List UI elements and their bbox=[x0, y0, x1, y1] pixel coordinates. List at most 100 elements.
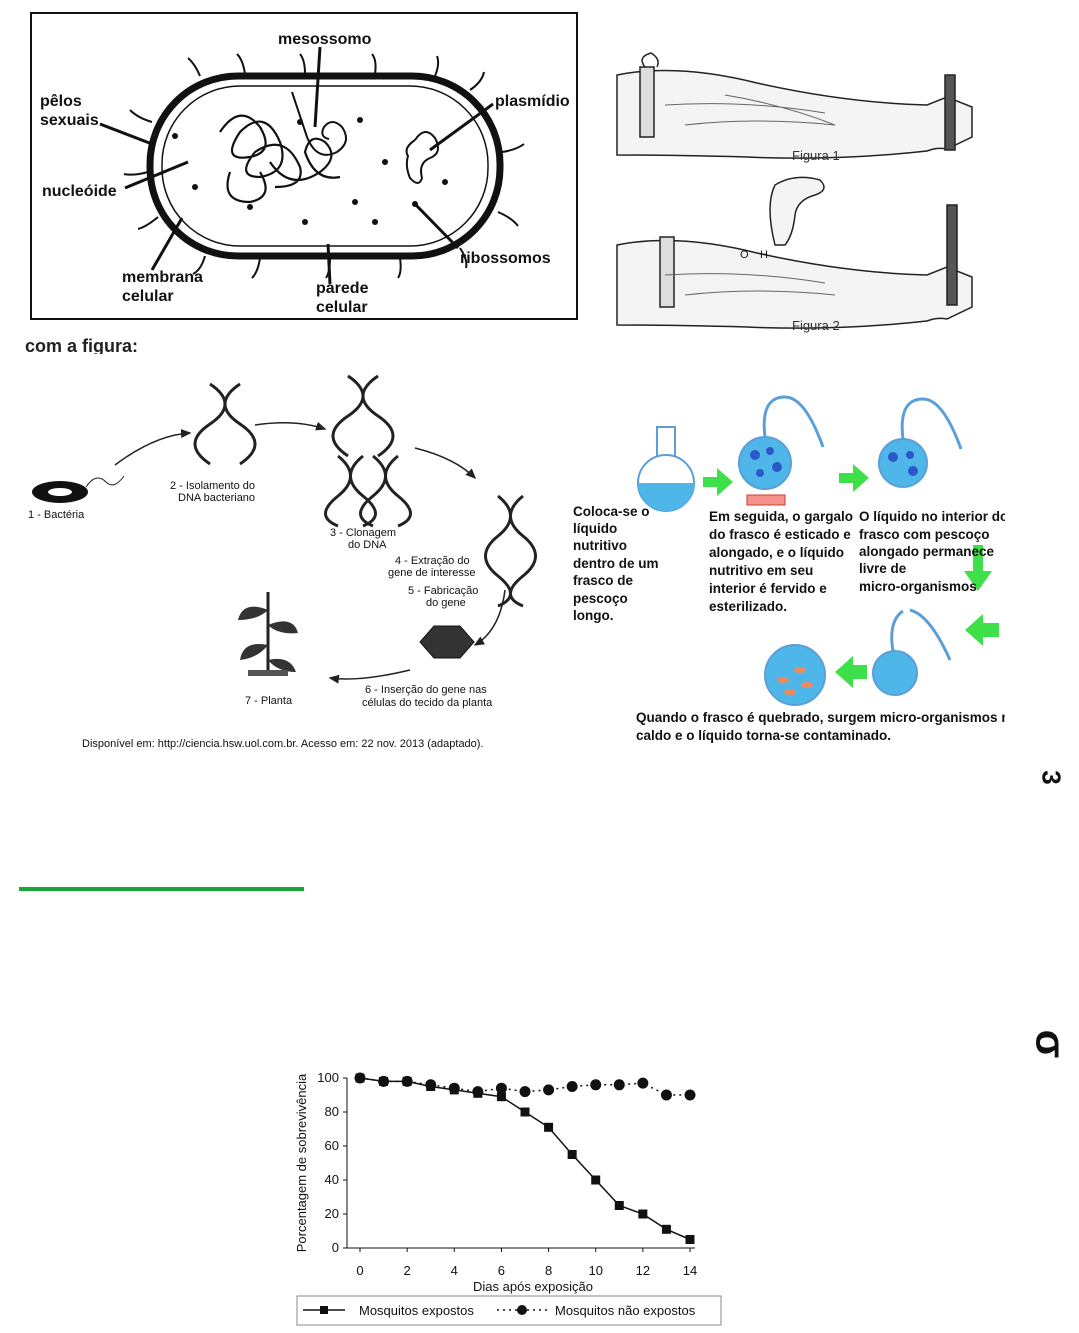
pasteur-text-2-line: alongado, e o líquido bbox=[709, 545, 844, 560]
flask-5 bbox=[764, 644, 826, 706]
arm-figure-2 bbox=[616, 176, 973, 329]
pasteur-text-1-line: líquido bbox=[573, 521, 617, 536]
arm-mark-o: O bbox=[740, 249, 749, 261]
cell-wall-shape bbox=[146, 72, 504, 260]
point-exposed bbox=[520, 1107, 530, 1117]
label-parede-2: celular bbox=[316, 299, 368, 316]
step-5-label-2: do gene bbox=[426, 597, 466, 609]
mesosome-shape bbox=[291, 91, 347, 156]
x-tick-label: 2 bbox=[404, 1263, 411, 1278]
x-tick-label: 6 bbox=[498, 1263, 505, 1278]
arm-figure-1 bbox=[616, 52, 973, 159]
label-nucleoide: nucleóide bbox=[42, 183, 117, 200]
pasteur-text-2-line: Em seguida, o gargalo bbox=[709, 509, 853, 524]
figure-2-caption: Figura 2 bbox=[792, 318, 840, 333]
series-lines bbox=[354, 1072, 696, 1244]
step-5-label-1: 5 - Fabricação bbox=[408, 585, 478, 597]
step-2-label-2: DNA bacteriano bbox=[178, 492, 255, 504]
pasteur-text-2-line: esterilizado. bbox=[709, 599, 787, 614]
point-exposed bbox=[496, 1092, 506, 1102]
label-ribossomos: ribossomos bbox=[460, 250, 551, 267]
x-tick-label: 0 bbox=[356, 1263, 363, 1278]
x-tick-label: 8 bbox=[545, 1263, 552, 1278]
arm-figures: Figura 1 O H Figura 2 bbox=[605, 45, 985, 340]
transgenic-diagram: 1 - Bactéria 2 - Isolamento do DNA bacte… bbox=[20, 370, 560, 755]
point-not-exposed bbox=[637, 1077, 649, 1089]
pasteur-text-1-line: frasco de bbox=[573, 573, 634, 588]
step-7-label: 7 - Planta bbox=[245, 695, 293, 707]
pasteur-text-2: Em seguida, o gargalo do frasco é estica… bbox=[709, 509, 853, 614]
pasteur-text-3-line: livre de bbox=[859, 561, 907, 576]
flask-2 bbox=[738, 395, 825, 506]
leader-lines bbox=[99, 46, 494, 285]
y-tick-label: 60 bbox=[325, 1138, 339, 1153]
pasteur-text-3: O líquido no interior do frasco com pesc… bbox=[859, 509, 1008, 594]
flask-4 bbox=[872, 608, 952, 696]
partial-text-svg: com a figura: bbox=[25, 336, 138, 354]
pasteur-text-2-line: nutritivo em seu bbox=[709, 563, 813, 578]
arm-mark-h: H bbox=[760, 249, 768, 261]
green-arrows bbox=[703, 464, 999, 688]
pasteur-text-2-line: interior é fervido e bbox=[709, 581, 827, 596]
partial-caption-text: com a figura: bbox=[25, 336, 138, 354]
step-2-label-1: 2 - Isolamento do bbox=[170, 480, 255, 492]
label-membrana-1: membrana bbox=[122, 269, 203, 286]
y-tick-label: 100 bbox=[317, 1070, 339, 1085]
legend-label-exposed: Mosquitos expostos bbox=[359, 1303, 474, 1318]
y-tick-label: 80 bbox=[325, 1104, 339, 1119]
bacterial-cell-figure: mesossomo pêlos sexuais plasmídio nucleó… bbox=[30, 12, 580, 322]
cell-membrane-shape bbox=[161, 85, 489, 247]
plant-cell-hexagon bbox=[419, 625, 475, 659]
pasteur-text-1-line: pescoço bbox=[573, 591, 628, 606]
x-tick-label: 12 bbox=[636, 1263, 650, 1278]
pasteur-text-4: Quando o frasco é quebrado, surgem micro… bbox=[636, 710, 1018, 743]
transgenic-svg: 1 - Bactéria 2 - Isolamento do DNA bacte… bbox=[28, 374, 537, 750]
pasteur-text-4-line: Quando o frasco é quebrado, surgem micro… bbox=[636, 710, 1005, 725]
point-not-exposed bbox=[401, 1075, 413, 1087]
x-tick-label: 10 bbox=[588, 1263, 602, 1278]
pasteur-text-3-line: frasco com pescoço bbox=[859, 527, 990, 542]
bacterial-cell-svg: mesossomo pêlos sexuais plasmídio nucleó… bbox=[30, 12, 578, 320]
source-note: Disponível em: http://ciencia.hsw.uol.co… bbox=[82, 738, 484, 750]
dna-helix-2 bbox=[324, 374, 412, 528]
pasteur-diagram: Coloca-se o líquido nutritivo dentro de … bbox=[565, 385, 1018, 755]
side-mark-sigma: σ bbox=[1027, 1029, 1075, 1059]
plant-shape bbox=[238, 592, 298, 676]
point-not-exposed bbox=[378, 1075, 390, 1087]
point-not-exposed bbox=[684, 1089, 696, 1101]
point-exposed bbox=[544, 1122, 554, 1132]
plasmid-shape bbox=[405, 131, 440, 184]
pasteur-text-3-line: alongado permanece bbox=[859, 544, 995, 559]
step-3-label-1: 3 - Clonagem bbox=[330, 527, 396, 539]
step-3-label-2: do DNA bbox=[348, 539, 387, 551]
point-exposed bbox=[638, 1209, 648, 1219]
step-6-label-2: células do tecido da planta bbox=[362, 697, 493, 709]
x-axis-label: Dias após exposição bbox=[473, 1279, 593, 1294]
point-not-exposed bbox=[613, 1079, 625, 1091]
arm-figures-svg: Figura 1 O H Figura 2 bbox=[616, 52, 973, 333]
pasteur-text-3-line: micro-organismos bbox=[859, 579, 977, 594]
pasteur-text-3-line: O líquido no interior do bbox=[859, 509, 1005, 524]
x-tick-label: 4 bbox=[451, 1263, 458, 1278]
legend-label-not-exposed: Mosquitos não expostos bbox=[555, 1303, 696, 1318]
legend-marker-exposed bbox=[320, 1306, 328, 1314]
step-6-label-1: 6 - Inserção do gene nas bbox=[365, 684, 487, 696]
point-not-exposed bbox=[660, 1089, 672, 1101]
flask-1 bbox=[637, 426, 695, 512]
point-not-exposed bbox=[425, 1079, 437, 1091]
point-exposed bbox=[567, 1150, 577, 1159]
point-not-exposed bbox=[590, 1079, 602, 1091]
step-4-label-2: gene de interesse bbox=[388, 567, 475, 579]
point-exposed bbox=[614, 1201, 624, 1210]
pasteur-text-4-line: caldo e o líquido torna-se contaminado. bbox=[636, 728, 891, 743]
point-not-exposed bbox=[472, 1086, 484, 1098]
point-not-exposed bbox=[519, 1086, 531, 1098]
point-not-exposed bbox=[566, 1081, 578, 1092]
y-tick-label: 0 bbox=[332, 1240, 339, 1255]
step-1-label: 1 - Bactéria bbox=[28, 509, 85, 521]
label-plasmidio: plasmídio bbox=[495, 93, 570, 110]
pasteur-text-1-line: nutritivo bbox=[573, 538, 627, 553]
dna-helix-3 bbox=[484, 494, 537, 608]
